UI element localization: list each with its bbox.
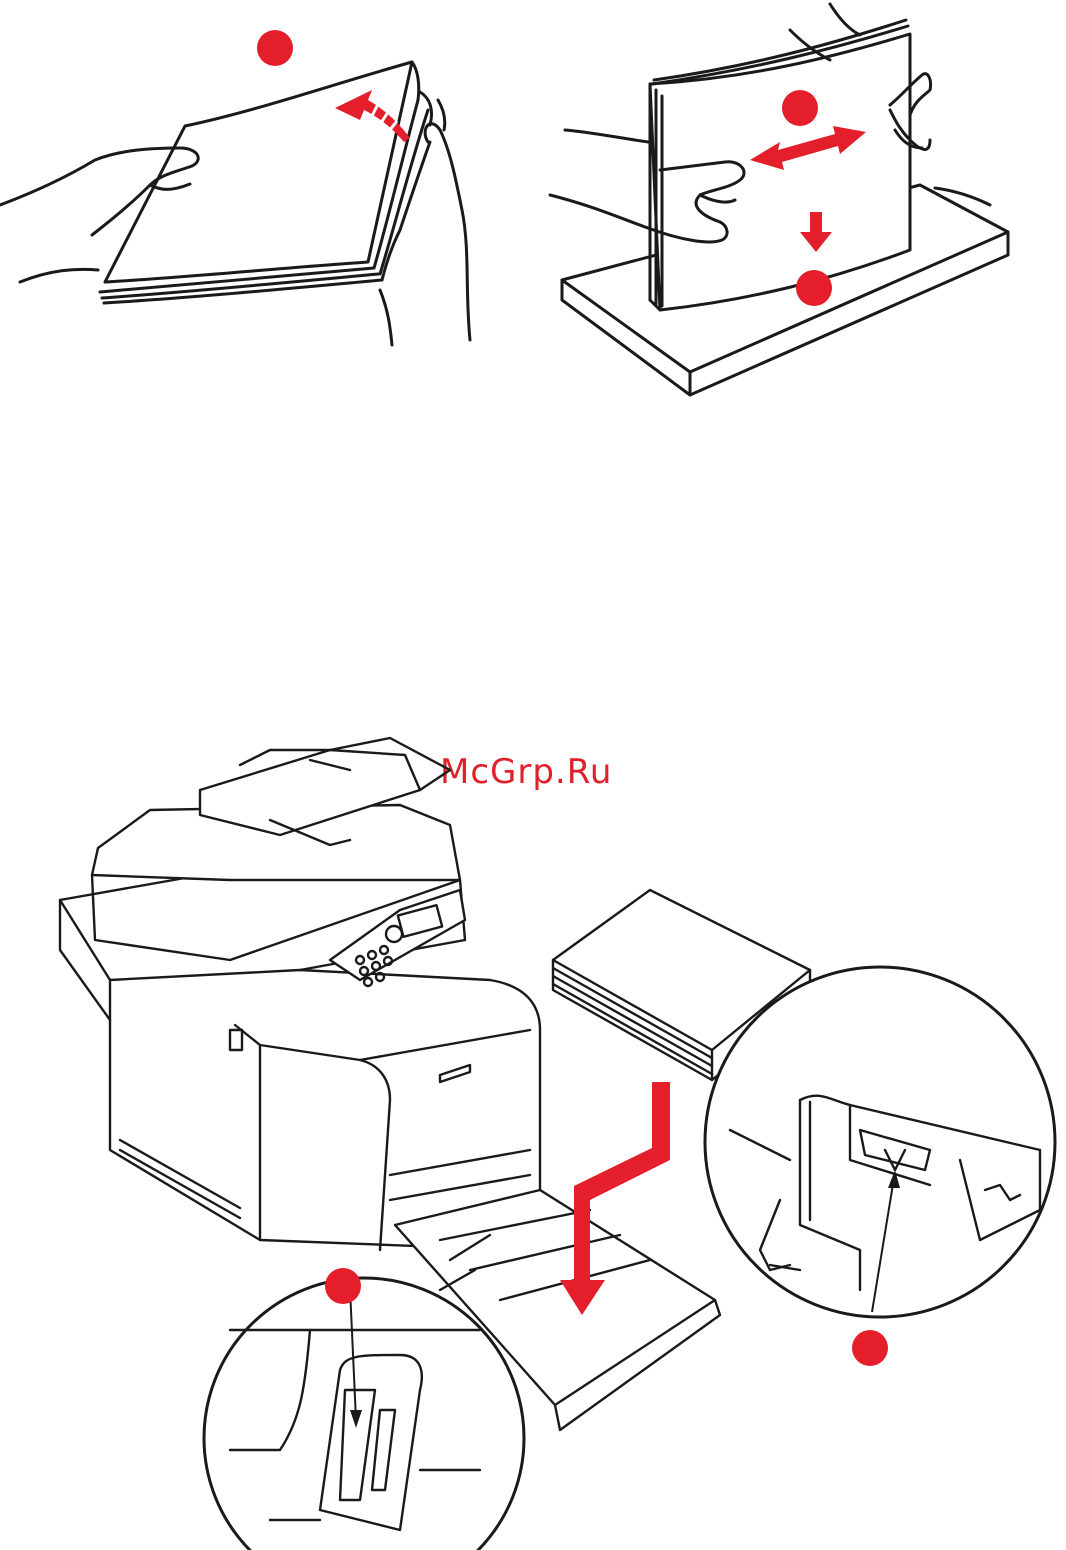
callout-marker [852,1330,888,1366]
panel-align-paper [530,0,1066,420]
fan-paper-illustration [0,0,520,360]
align-paper-illustration [530,0,1066,420]
printer-tray-illustration [0,730,1066,1550]
callout-marker [325,1268,361,1304]
panel-fan-paper [0,0,520,360]
detail-guide-mark [705,967,1055,1366]
callout-marker [796,270,832,306]
callout-marker [782,90,818,126]
callout-marker [257,30,293,66]
panel-load-tray [0,730,1066,1550]
